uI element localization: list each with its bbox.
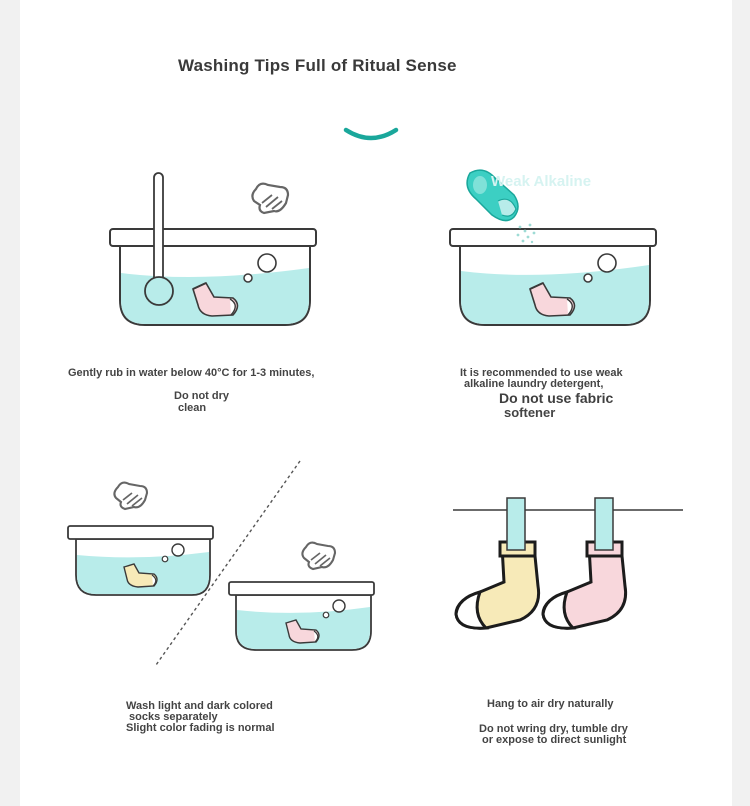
sock-icon (541, 540, 628, 630)
bubble-icon (322, 599, 346, 619)
air-dry-illustration (453, 497, 683, 630)
temp-tip-line1: Gently rub in water below 40°C for 1-3 m… (68, 367, 315, 379)
detergent-cap-icon (466, 169, 519, 222)
hand-icon (251, 182, 290, 215)
temperature-wash-illustration (109, 172, 317, 326)
detergent-tip-line2: alkaline laundry detergent, (464, 378, 604, 390)
detergent-tip-line1: It is recommended to use weak (460, 367, 623, 379)
sock-icon (285, 619, 320, 644)
tips-card (20, 0, 732, 806)
temp-tip-line2a: Do not dry (174, 390, 229, 402)
sock-icon (454, 540, 541, 630)
page-title: Washing Tips Full of Ritual Sense (178, 56, 457, 75)
separate-tip-line3: Slight color fading is normal (126, 722, 275, 734)
dry-tip-line3: or expose to direct sunlight (482, 734, 627, 746)
bubble-icon (161, 543, 185, 563)
clothespin-icon (594, 497, 614, 551)
sock-icon (192, 281, 239, 317)
detergent-cap-label: Weak Alkaline (491, 173, 592, 190)
detergent-tip-line3a: Do not use fabric (499, 390, 614, 406)
clothespin-icon (506, 497, 526, 551)
thermometer-icon (144, 172, 174, 306)
hand-icon (113, 481, 149, 511)
sock-icon (529, 281, 576, 317)
dry-tip-line1: Hang to air dry naturally (487, 698, 614, 710)
sock-icon (123, 563, 158, 588)
separate-tip-line2: socks separately (129, 711, 218, 723)
temp-tip-line2b: clean (178, 402, 207, 414)
hand-icon (301, 541, 337, 571)
dry-tip-line2: Do not wring dry, tumble dry (479, 723, 628, 735)
separate-tip-line1: Wash light and dark colored (126, 700, 273, 712)
detergent-tip-line3b: softener (504, 405, 556, 420)
detergent-wash-illustration (449, 169, 657, 326)
teal-smile-divider (343, 127, 399, 141)
bubble-icon (583, 253, 617, 283)
separate-colors-illustration (67, 460, 375, 666)
bubble-icon (243, 253, 277, 283)
